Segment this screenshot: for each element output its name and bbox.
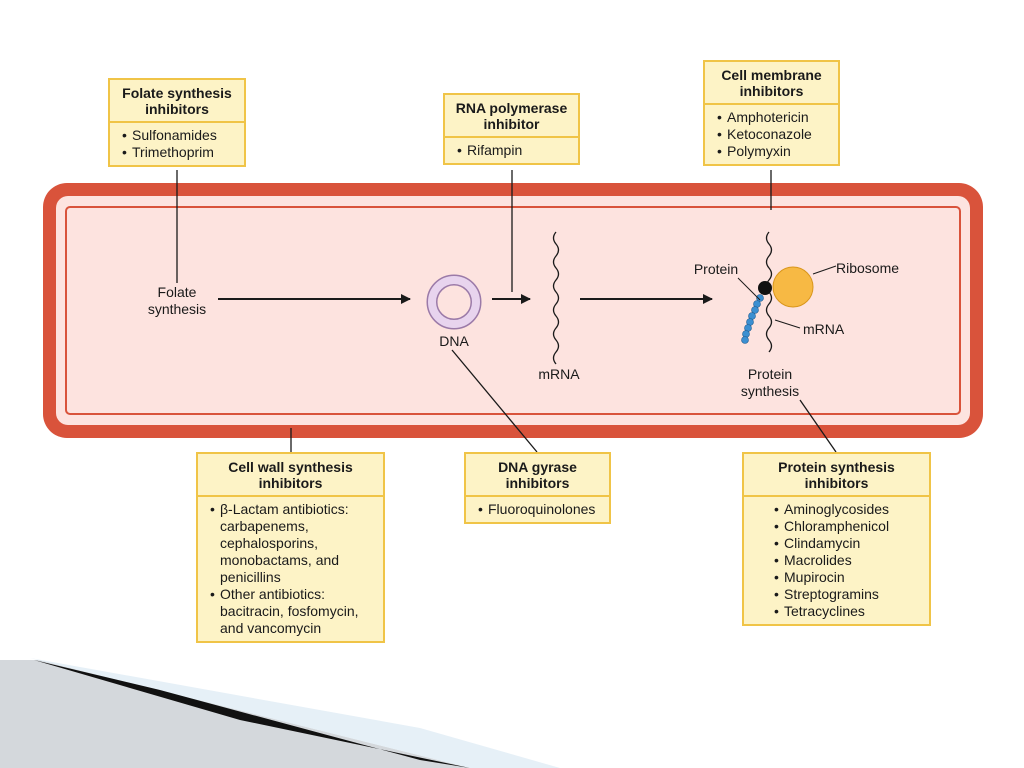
- folate-inhibitors-box: Folate synthesis inhibitors •Sulfonamide…: [108, 78, 246, 167]
- list-item: •Polymyxin: [717, 143, 791, 159]
- protein-chain-icon: [741, 294, 764, 344]
- folate-inhibitors-list: •Sulfonamides •Trimethoprim: [110, 123, 244, 165]
- dna-label: DNA: [439, 333, 469, 349]
- dna-ring-icon: [426, 274, 482, 330]
- list-item: •Streptogramins: [774, 586, 879, 602]
- rna-polymerase-inhibitor-list: •Rifampin: [445, 138, 578, 163]
- list-item: •Amphotericin: [717, 109, 809, 125]
- list-item: •β-Lactam antibiotics: carbapenems, ceph…: [210, 501, 349, 585]
- list-item: •Rifampin: [457, 142, 523, 158]
- list-item: •Aminoglycosides: [774, 501, 890, 517]
- cell-wall-inhibitors-list: •β-Lactam antibiotics: carbapenems, ceph…: [198, 497, 383, 641]
- ribosome-label: Ribosome: [836, 260, 900, 276]
- list-item: •Trimethoprim: [122, 144, 214, 160]
- list-item: •Fluoroquinolones: [478, 501, 596, 517]
- list-item: •Mupirocin: [774, 569, 845, 585]
- list-item: •Macrolides: [774, 552, 852, 568]
- list-item: •Other antibiotics: bacitracin, fosfomyc…: [210, 586, 359, 636]
- folate-synthesis-label: Folate synthesis: [147, 284, 207, 317]
- slide-corner-decoration: [0, 658, 560, 768]
- rna-polymerase-inhibitor-title: RNA polymerase inhibitor: [445, 95, 578, 138]
- dna-gyrase-inhibitors-box: DNA gyrase inhibitors •Fluoroquinolones: [464, 452, 611, 524]
- protein-synthesis-label: Protein synthesis: [740, 366, 800, 399]
- protein-synthesis-inhibitors-list: •Aminoglycosides •Chloramphenicol •Clind…: [744, 497, 929, 624]
- cell-wall-inhibitors-title: Cell wall synthesis inhibitors: [198, 454, 383, 497]
- cell-membrane-inhibitors-title: Cell membrane inhibitors: [705, 62, 838, 105]
- rna-polymerase-inhibitor-box: RNA polymerase inhibitor •Rifampin: [443, 93, 580, 165]
- gyrase-connector: [451, 349, 538, 453]
- ribosome-leader-line: [812, 265, 837, 275]
- peptide-site-icon: [758, 281, 772, 295]
- ribosome-icon: [772, 266, 814, 308]
- list-item: •Tetracyclines: [774, 603, 865, 619]
- mrna-center-label: mRNA: [538, 366, 580, 382]
- mrna-strand-icon: [552, 231, 560, 365]
- folate-inhibitors-title: Folate synthesis inhibitors: [110, 80, 244, 123]
- cell-membrane: [65, 206, 961, 415]
- cell-interior: [56, 196, 970, 425]
- mrna-leader-line: [774, 319, 801, 329]
- protein-leader-line: [737, 277, 761, 301]
- cell-wall-inhibitors-box: Cell wall synthesis inhibitors •β-Lactam…: [196, 452, 385, 643]
- list-item: •Chloramphenicol: [774, 518, 890, 534]
- protein-synthesis-inhibitors-title: Protein synthesis inhibitors: [744, 454, 929, 497]
- protein-connector: [799, 399, 837, 453]
- dna-gyrase-inhibitors-list: •Fluoroquinolones: [466, 497, 609, 522]
- list-item: •Clindamycin: [774, 535, 861, 551]
- cell-membrane-inhibitors-box: Cell membrane inhibitors •Amphotericin •…: [703, 60, 840, 166]
- list-item: •Sulfonamides: [122, 127, 217, 143]
- cell-membrane-inhibitors-list: •Amphotericin •Ketoconazole •Polymyxin: [705, 105, 838, 164]
- protein-synthesis-inhibitors-box: Protein synthesis inhibitors •Aminoglyco…: [742, 452, 931, 626]
- protein-label: Protein: [693, 261, 739, 277]
- mrna-right-label: mRNA: [803, 321, 845, 337]
- dna-gyrase-inhibitors-title: DNA gyrase inhibitors: [466, 454, 609, 497]
- list-item: •Ketoconazole: [717, 126, 812, 142]
